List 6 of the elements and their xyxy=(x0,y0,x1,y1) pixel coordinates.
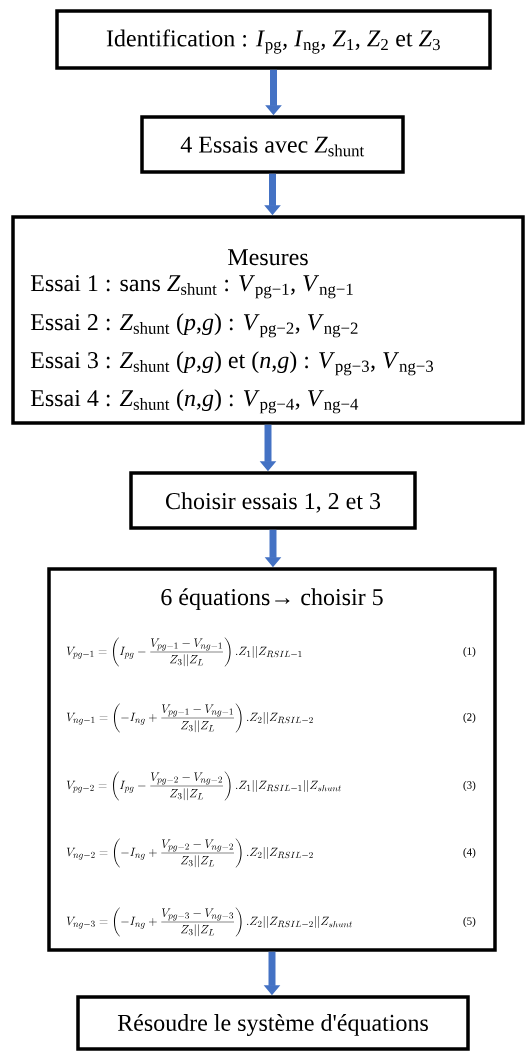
measurement-box: Mesures Essai 1 : sans Z$_{shunt}$ : V$_{pg−1}$, V$_{ng−1}$ Essai 2 : Z$_{shunt}$ (p,g) : V$_{pg−2}$, V$_{ng−2}$ Essai 3 : Z$_{shunt}$ (p,g) et (n,g) : V$_{pg−3}$, V$_{ng−3}$ Essai 4 : Z$_{shunt}$ (n,g) : V$_{pg−4}$, V$_{ng−4}$ xyxy=(11,215,525,425)
process-box: Identification : I$_{pg}$, I$_{ng}$, Z$_{1}$, Z$_{2}$ et Z$_{3}$ xyxy=(55,9,492,70)
process-box: 4 Essais avec Z$_{shunt}$ xyxy=(140,115,405,174)
equations-box: 6 équations→ choisir 5 $V_{pg-1} = \left(I_{pg} - \frac{V_{pg-1} - V_{ng-1}}{Z_3||Z_L}\right).Z_1||Z_{RSIL-1}$ (1) $V_{ng-1} = \left(-I_{ng} + \frac{V_{pg-1} - V_{ng-1}}{Z_3||Z_L}\right).Z_2||Z_{RSIL-2}$ (2) $V_{pg-2} = \left(I_{pg} - \frac{V_{pg-2} - V_{ng-2}}{Z_3||Z_L}\right).Z_1||Z_{RSIL-1}||Z_{shunt}$ (3) $V_{ng-2} = \left(-I_{ng} + \frac{V_{pg-2} - V_{ng-2}}{Z_3||Z_L}\right).Z_2||Z_{RSIL-2}$ (4) $V_{ng-3} = \left(-I_{ng} + \frac{V_{pg-3} - V_{ng-3}}{Z_3||Z_L}\right).Z_2||Z_{RSIL-2}||Z_{shunt}$ (5) xyxy=(47,567,497,952)
process-box: Résoudre le système d'équations xyxy=(76,995,470,1051)
process-box: Choisir essais 1, 2 et 3 xyxy=(129,471,417,530)
